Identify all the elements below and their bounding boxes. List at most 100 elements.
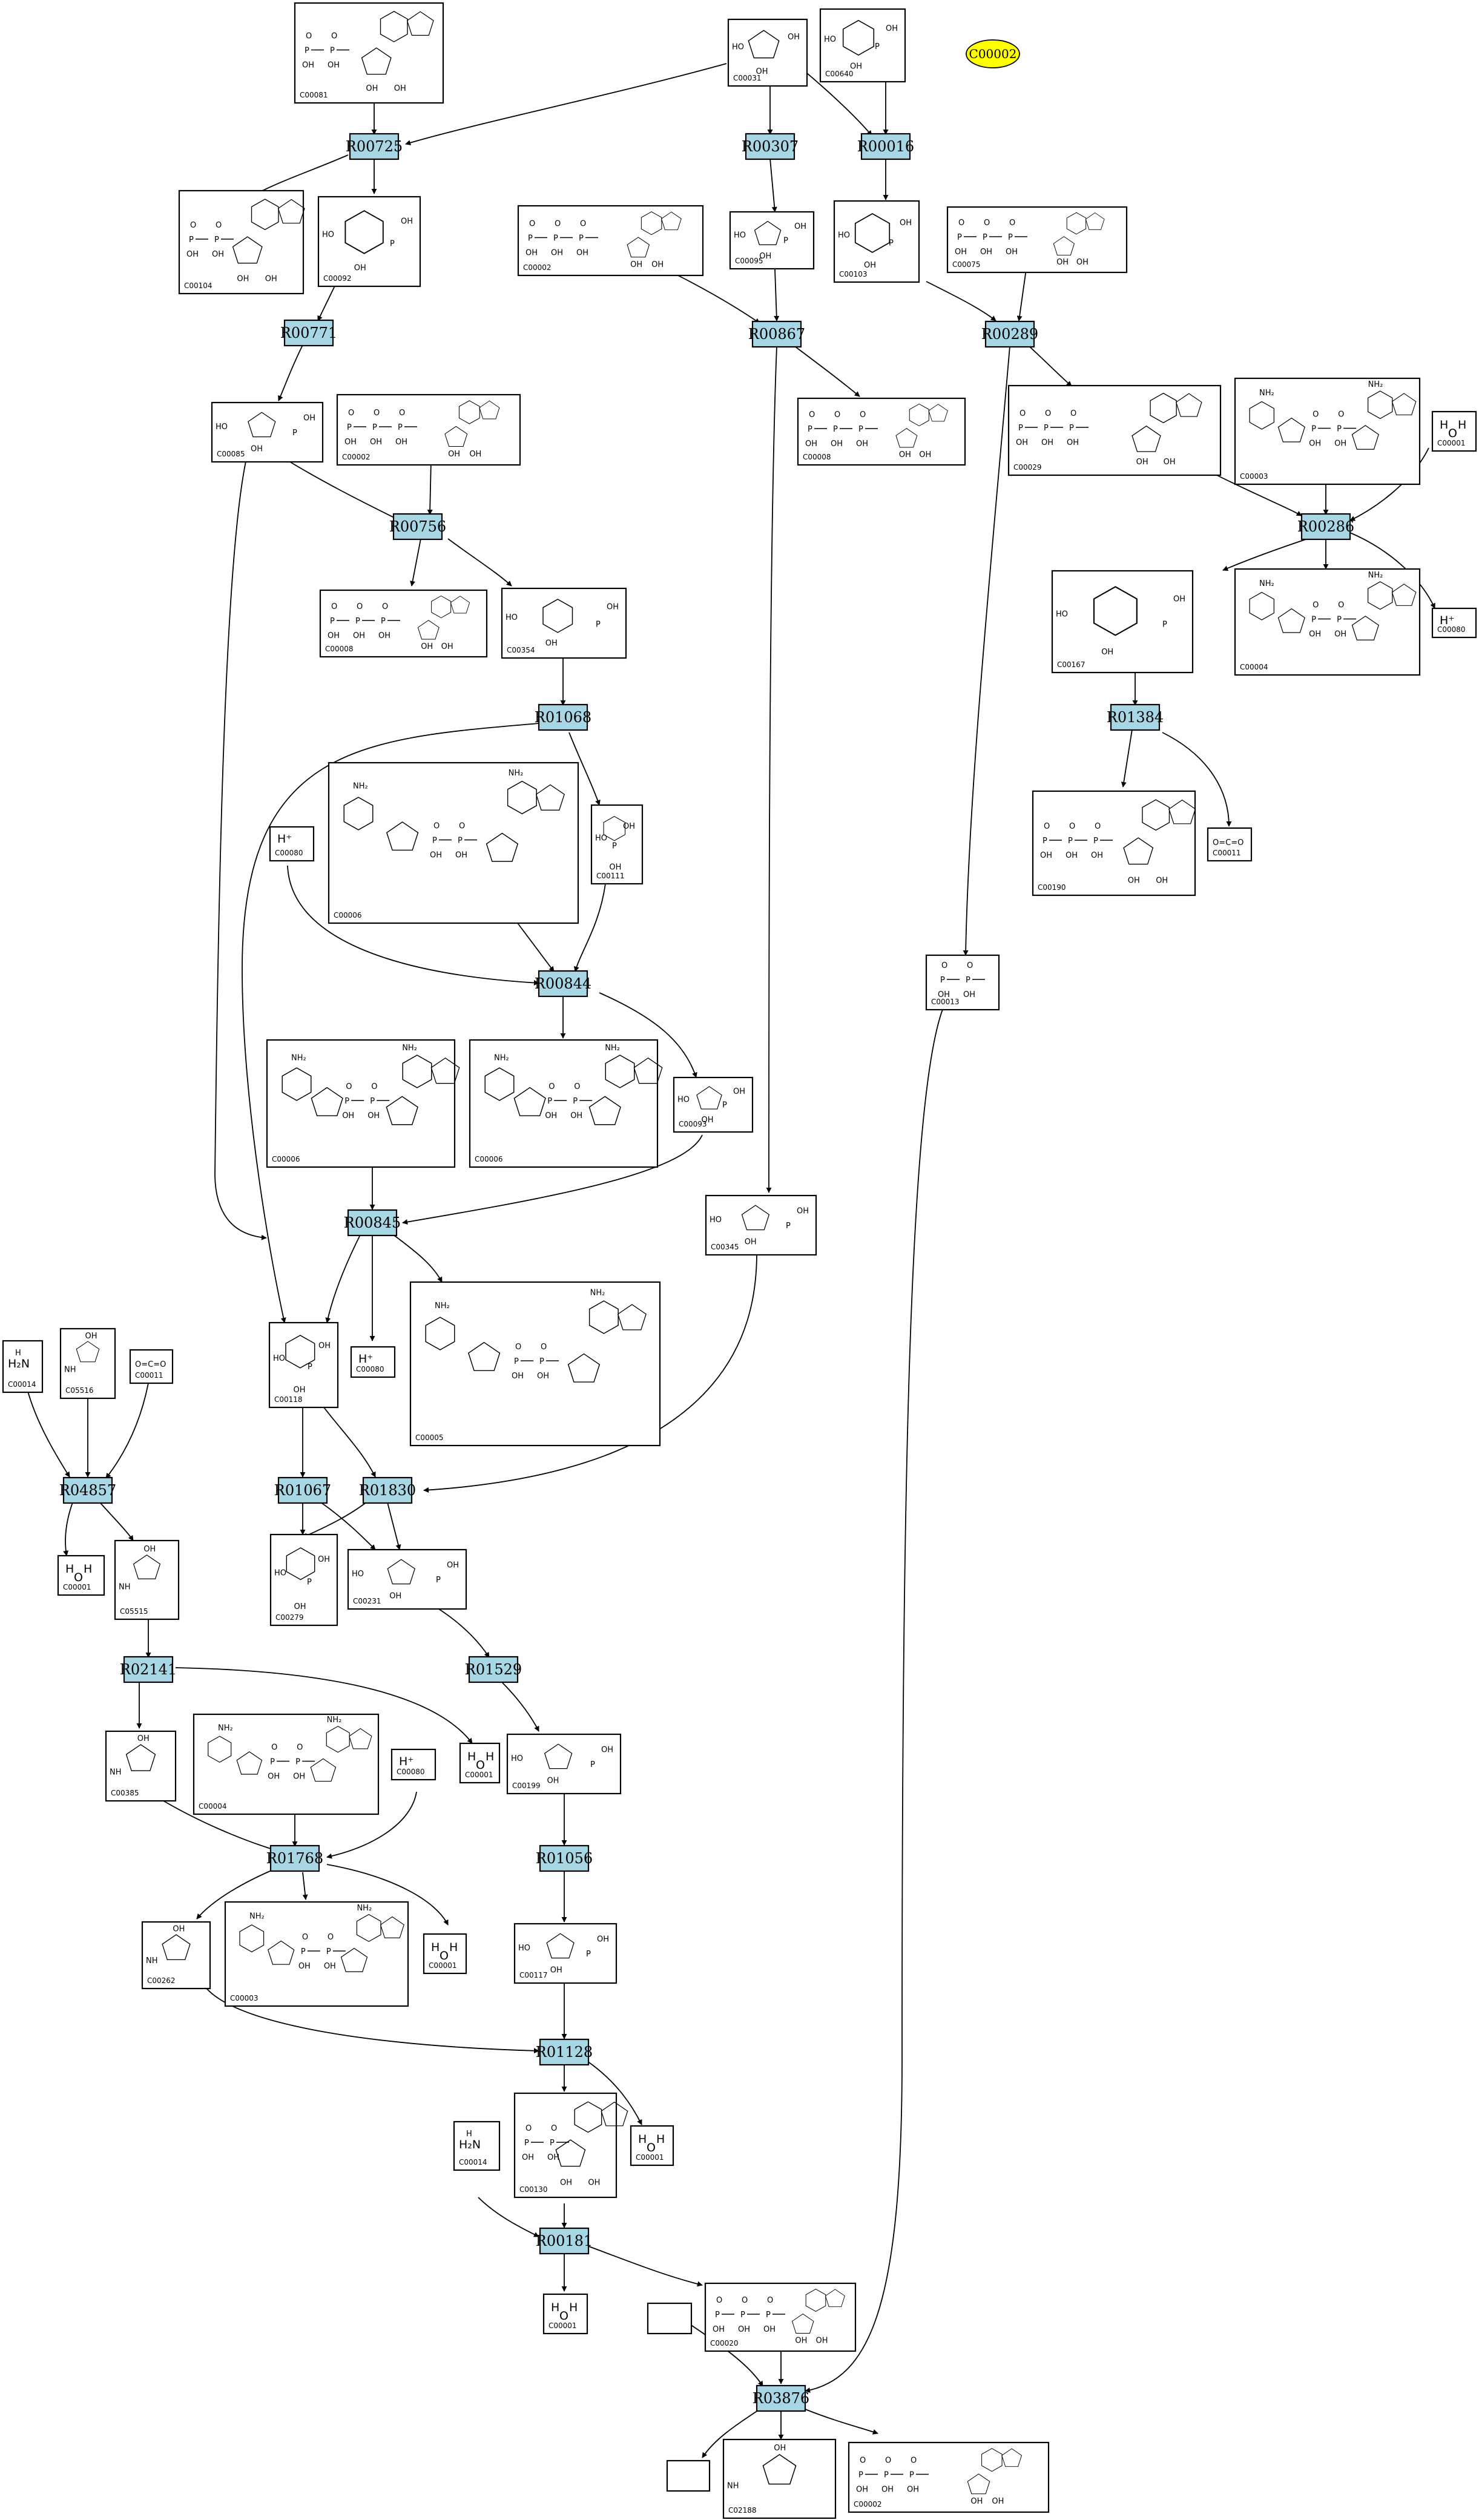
chem-label: OH (601, 1745, 613, 1754)
reaction-box (123, 1656, 174, 1683)
compound-id: C00001 (1437, 439, 1466, 447)
reaction-r01067[interactable]: R01067 (274, 1476, 331, 1504)
reaction-r01768[interactable]: R01768 (266, 1844, 323, 1872)
compound-box (1007, 384, 1222, 476)
reaction-r00016[interactable]: R00016 (857, 133, 914, 160)
reaction-r03876[interactable]: R03876 (753, 2384, 809, 2412)
reaction-r00844[interactable]: R00844 (535, 970, 591, 998)
chem-label: O (559, 2309, 568, 2323)
reaction-r00845[interactable]: R00845 (344, 1209, 401, 1237)
compound-c00080[interactable]: H⁺C00080 (1431, 607, 1477, 639)
reaction-r01830[interactable]: R01830 (359, 1476, 416, 1504)
compound-box (727, 18, 808, 87)
compound-box (1032, 790, 1196, 896)
reaction-r00756[interactable]: R00756 (389, 513, 446, 541)
chem-label: O (958, 219, 964, 228)
chem-label: OH (1056, 258, 1069, 267)
compound-c00080[interactable]: H⁺C00080 (350, 1346, 396, 1378)
edge (502, 1682, 539, 1732)
reaction-r01529[interactable]: R01529 (465, 1656, 522, 1683)
reaction-r00286[interactable]: R00286 (1297, 513, 1354, 541)
compound-id: C00167 (1057, 660, 1085, 669)
reaction-r00289[interactable]: R00289 (981, 320, 1038, 348)
compound-unlabeled[interactable] (666, 2459, 711, 2492)
reaction-r02141[interactable]: R02141 (120, 1656, 177, 1683)
chem-label: OH (421, 642, 433, 651)
reaction-r00771[interactable]: R00771 (280, 319, 337, 347)
reaction-r00725[interactable]: R00725 (346, 133, 403, 160)
chem-label: OH (430, 851, 442, 860)
reaction-r04857[interactable]: R04857 (59, 1476, 116, 1504)
reaction-r01128[interactable]: R01128 (536, 2038, 593, 2066)
reaction-r00307[interactable]: R00307 (742, 133, 799, 160)
compound-c00080[interactable]: H⁺C00080 (390, 1748, 436, 1781)
reaction-r01068[interactable]: R01068 (535, 703, 591, 731)
reaction-r01384[interactable]: R01384 (1107, 703, 1164, 731)
compound-id: C02188 (728, 2506, 757, 2515)
reaction-r00181[interactable]: R00181 (536, 2227, 593, 2255)
edge (393, 1234, 443, 1283)
edge (926, 281, 996, 321)
compound-box (266, 1039, 456, 1168)
compound-unlabeled[interactable] (647, 2302, 693, 2335)
reaction-r00867[interactable]: R00867 (748, 320, 805, 348)
legend-c00002[interactable]: C00002 (966, 39, 1020, 68)
reaction-r01056[interactable]: R01056 (536, 1844, 593, 1872)
chem-label: P (983, 233, 987, 242)
compound-c00080[interactable]: H⁺C00080 (269, 826, 315, 862)
